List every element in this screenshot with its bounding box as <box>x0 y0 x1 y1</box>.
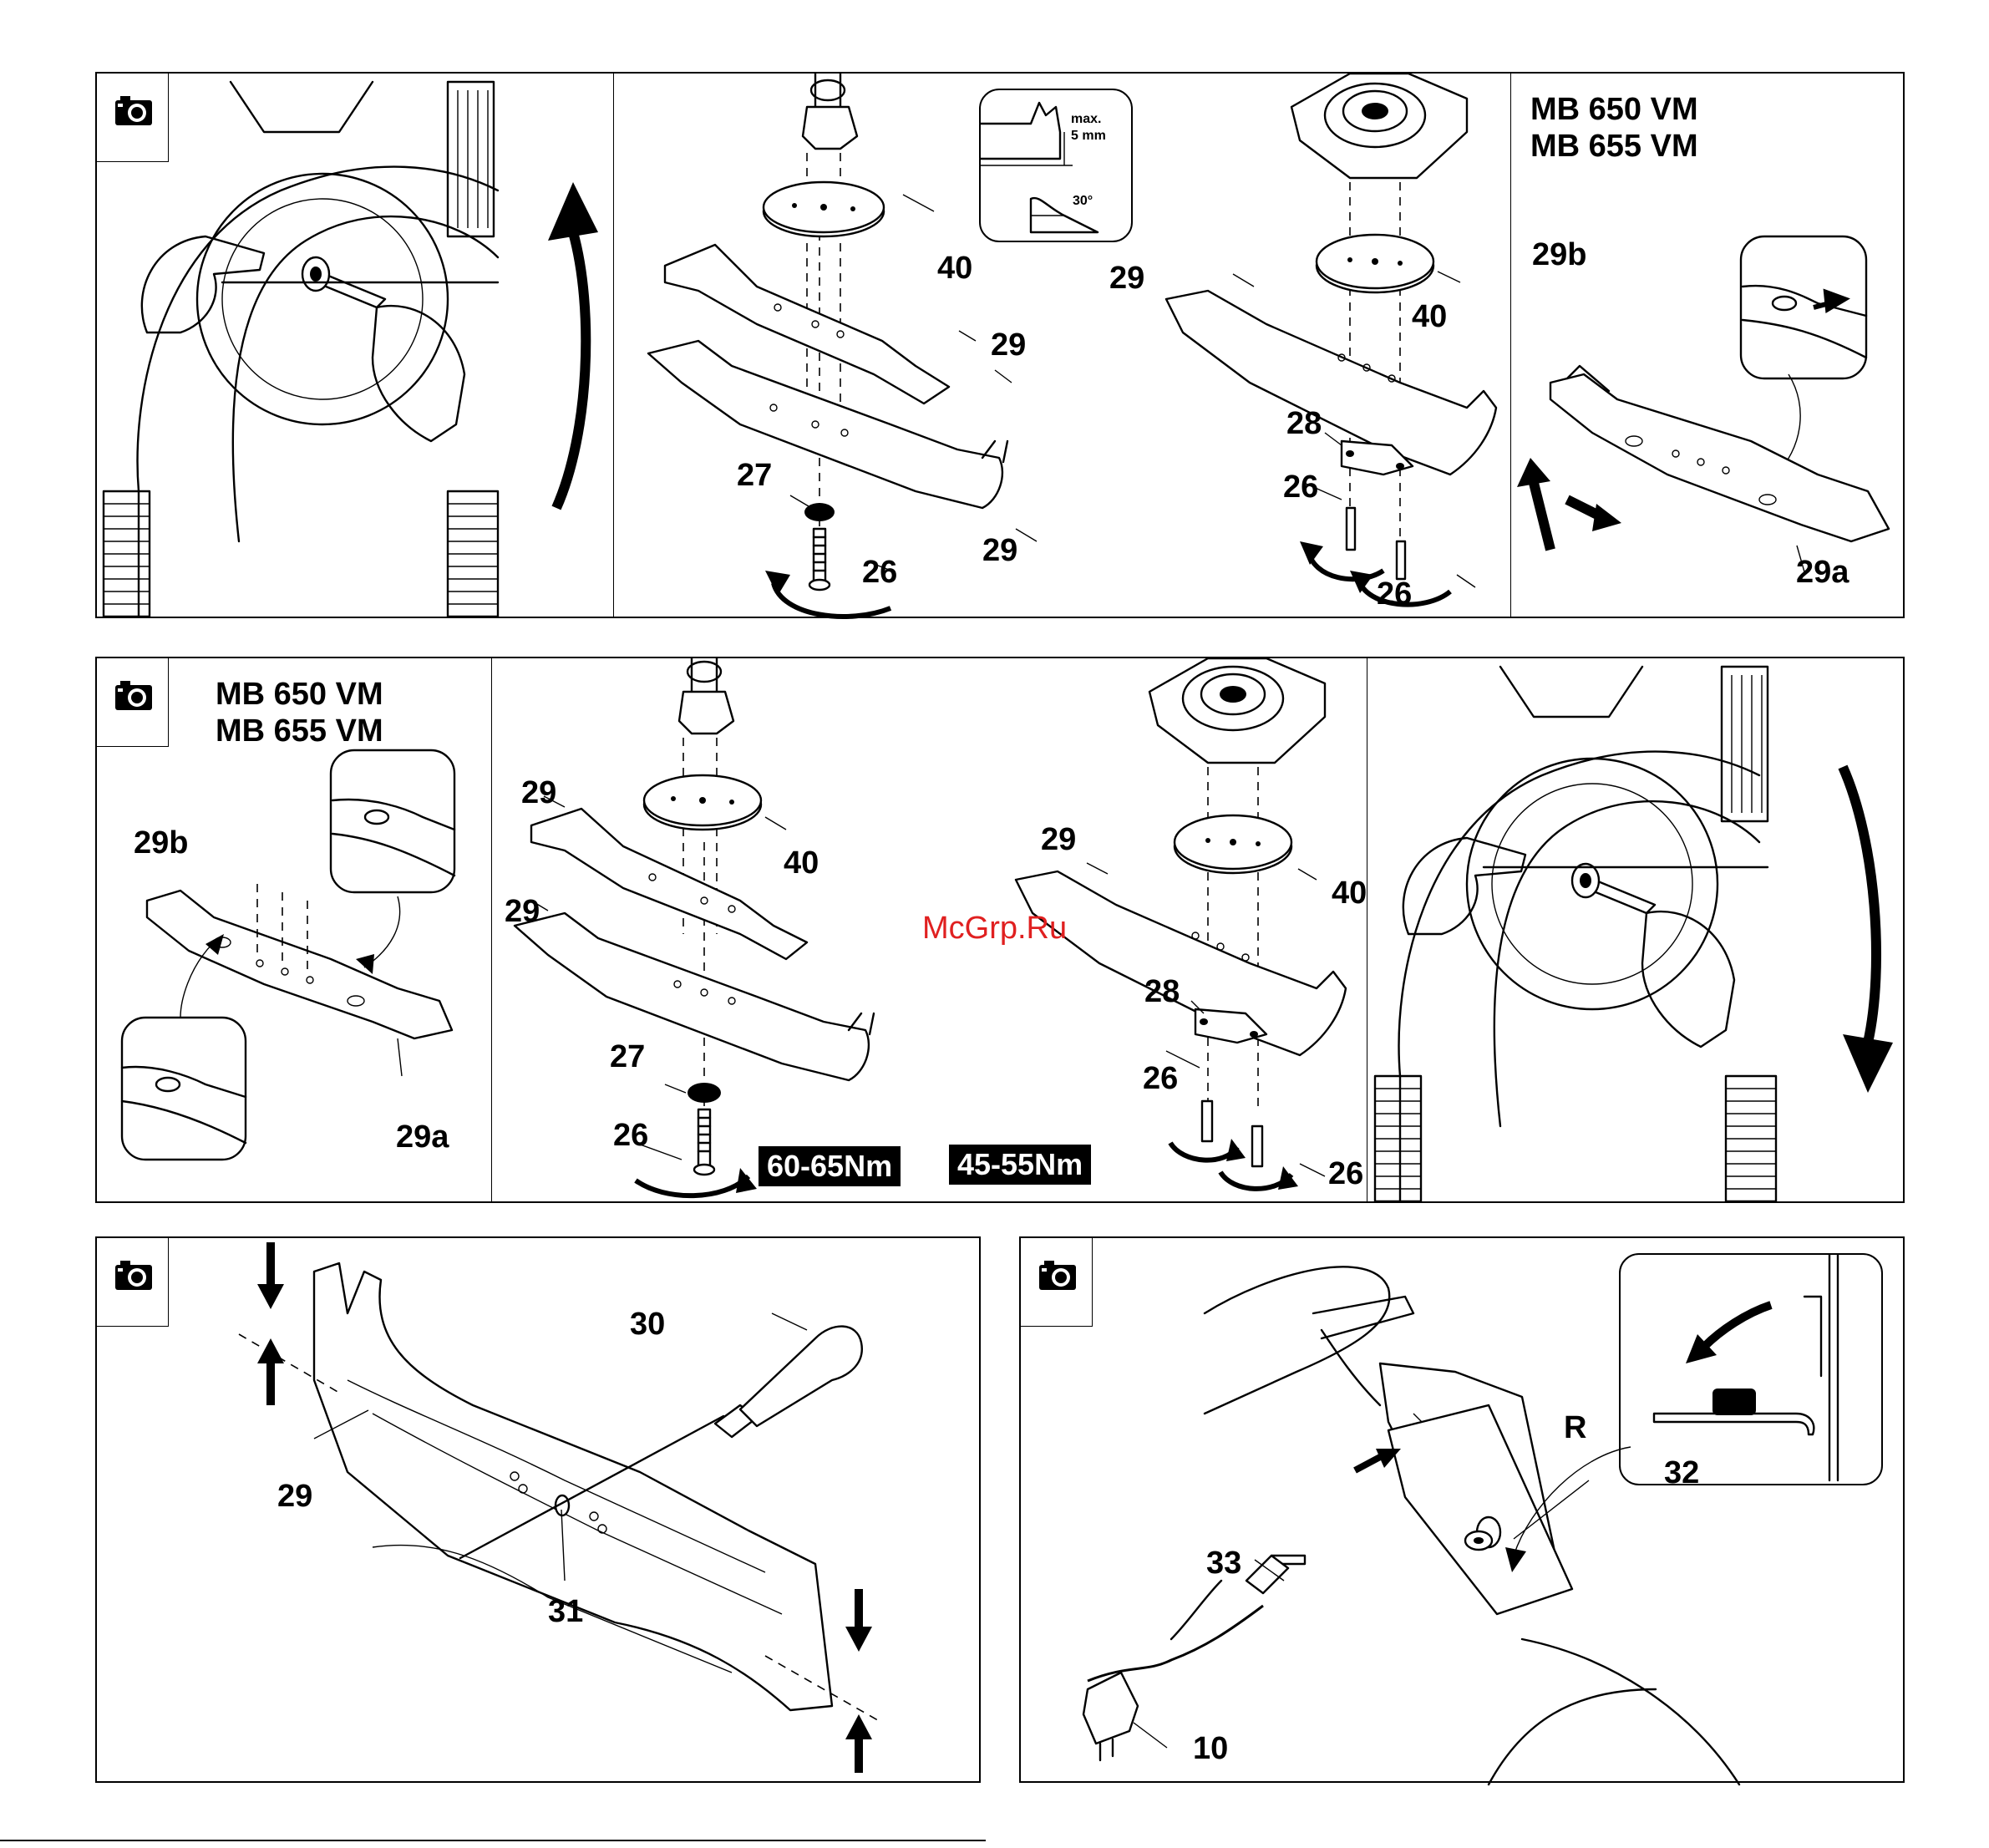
model-label-2: MB 655 VM <box>216 713 383 750</box>
inset-pointer <box>1480 1439 1647 1589</box>
rotation-arrow-icon <box>1826 759 1910 1093</box>
panel-row3-left: 30 29 31 <box>95 1236 981 1783</box>
label-40: 40 <box>1332 877 1367 909</box>
label-27: 27 <box>737 459 772 491</box>
model-label-1: MB 650 VM <box>216 677 383 713</box>
label-29: 29 <box>521 777 556 809</box>
blade-orientation-drawing <box>122 750 490 1201</box>
torque-badge: 60-65Nm <box>759 1146 901 1186</box>
label-29: 29 <box>991 329 1026 361</box>
label-26: 26 <box>1283 471 1318 503</box>
sub-divider-1 <box>613 74 614 617</box>
rotation-arrow-icon <box>531 182 615 516</box>
watermark: McGrp.Ru <box>922 911 1067 947</box>
label-26: 26 <box>862 556 897 588</box>
label-32: 32 <box>1664 1457 1699 1489</box>
sub-divider-1 <box>491 658 492 1201</box>
label-29: 29 <box>505 896 540 927</box>
label-40: 40 <box>937 252 972 284</box>
label-29: 29 <box>982 535 1017 566</box>
label-28: 28 <box>1286 408 1322 439</box>
label-33: 33 <box>1206 1547 1241 1579</box>
label-29: 29 <box>1109 262 1144 294</box>
inset-angle: 30° <box>1073 194 1093 209</box>
deck-wrench-tighten-drawing <box>1375 658 1901 1201</box>
camera-icon <box>97 658 169 747</box>
blade-flip-drawing <box>1517 157 1901 591</box>
label-30: 30 <box>630 1308 665 1340</box>
model-label-1: MB 650 VM <box>1530 92 1698 129</box>
label-26: 26 <box>613 1119 648 1151</box>
label-10: 10 <box>1193 1733 1228 1764</box>
inset-max: max. <box>1071 112 1101 127</box>
connection-detail-inset <box>1619 1253 1883 1485</box>
label-26: 26 <box>1328 1158 1363 1190</box>
label-31: 31 <box>548 1596 583 1627</box>
page-footer-line <box>0 1840 986 1841</box>
label-26: 26 <box>1143 1063 1178 1094</box>
label-27: 27 <box>610 1041 645 1073</box>
panel-row3-right: R 32 33 10 <box>1019 1236 1905 1783</box>
label-26: 26 <box>1377 578 1412 610</box>
label-29: 29 <box>1041 824 1076 855</box>
sub-divider-3 <box>1510 74 1511 617</box>
label-R: R <box>1564 1412 1586 1444</box>
blade-balance-drawing <box>97 1238 982 1785</box>
torque-badge: 45-55Nm <box>949 1145 1091 1185</box>
label-40: 40 <box>784 847 819 879</box>
label-28: 28 <box>1144 976 1180 1008</box>
label-29: 29 <box>277 1480 312 1512</box>
label-40: 40 <box>1412 301 1447 333</box>
panel-row1: max. 5 mm 30° 40 29 27 29 26 29 40 28 26… <box>95 72 1905 618</box>
